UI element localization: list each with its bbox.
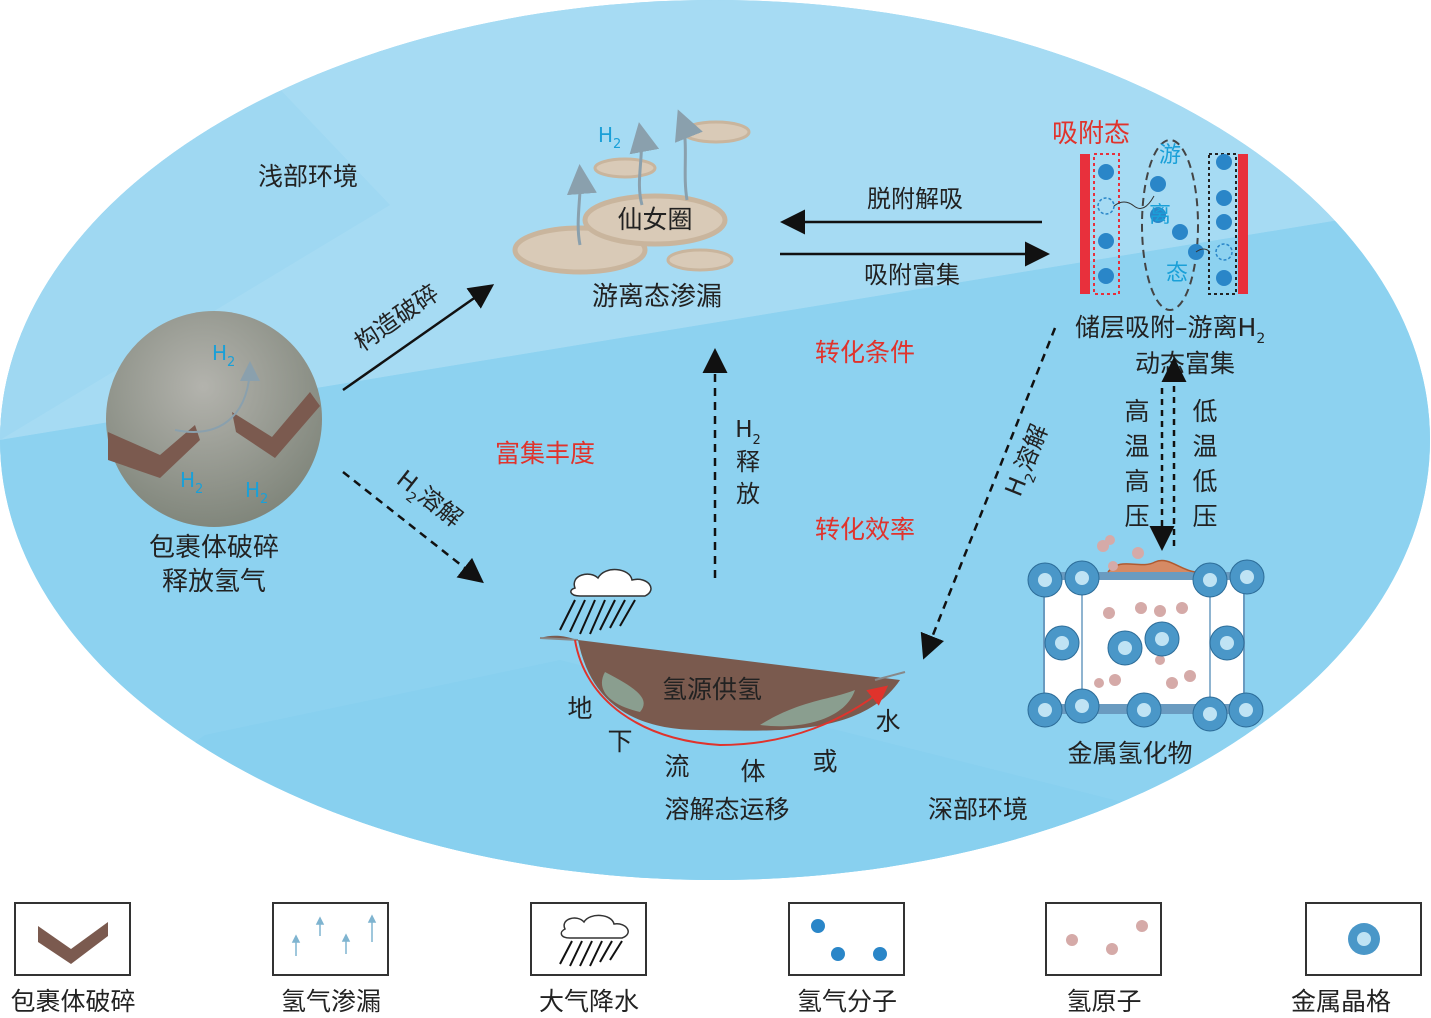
high-char: 压 — [1124, 502, 1149, 531]
dissolution-arrow-left — [342, 471, 484, 584]
fracture-shard-icon — [108, 425, 200, 478]
inclusion-sphere: H2 H2 H2 — [106, 311, 322, 527]
seepage-arrow-icon — [629, 122, 660, 206]
h2-label: H2 — [245, 478, 268, 507]
flow-char: 地 — [567, 694, 592, 723]
low-char: 温 — [1192, 432, 1217, 461]
release-char: 放 — [736, 480, 760, 508]
high-char: 温 — [1124, 432, 1149, 461]
legend-label: 氢气分子 — [796, 987, 897, 1016]
adsorbed-state-label: 吸附态 — [1052, 119, 1130, 149]
tectonic-fracture-arrow — [342, 284, 495, 392]
groundwater-flow-arrow — [574, 639, 889, 747]
enrichment-abundance-label: 富集丰度 — [495, 439, 595, 468]
legend-item-seepage — [272, 902, 389, 976]
legend-item-lattice — [1305, 902, 1422, 976]
legend-item-molecule — [788, 902, 905, 976]
metal-hydride-lattice — [1027, 535, 1265, 732]
hydrogen-molecule — [1172, 224, 1188, 240]
inclusion-caption-line1: 包裹体破碎 — [149, 533, 279, 563]
hydrogen-molecule — [1215, 243, 1233, 261]
dissolution-arrow-right — [920, 327, 1057, 660]
inclusion-caption-line2: 释放氢气 — [162, 567, 266, 597]
legend-label: 大气降水 — [538, 987, 639, 1016]
metal-hydride-caption: 金属氢化物 — [1067, 739, 1192, 768]
free-state-char: 游 — [1159, 143, 1181, 168]
storage-reservoir: 吸附态 游 离 态 — [1052, 119, 1248, 311]
deep-environment-label: 深部环境 — [928, 795, 1028, 824]
hydrogen-molecule — [1150, 207, 1166, 223]
hydrogen-seepage-icon — [291, 914, 377, 956]
free-state-char: 态 — [1166, 261, 1188, 286]
h2-label: H2 — [212, 341, 235, 370]
hydrogen-molecule — [1150, 176, 1166, 192]
inclusion-fracture-icon — [38, 922, 108, 964]
legend-label: 氢气渗漏 — [280, 987, 381, 1016]
high-char: 高 — [1124, 467, 1149, 496]
fairy-ring-cluster: H2 仙女圈 — [512, 109, 751, 275]
conversion-condition-label: 转化条件 — [815, 338, 915, 367]
release-char: 释 — [736, 448, 760, 476]
fairy-ring-label: 仙女圈 — [617, 205, 692, 234]
h2-label: H2 — [180, 468, 203, 497]
release-char: H2 — [735, 417, 761, 448]
legend-label: 氢原子 — [1066, 987, 1142, 1016]
hydrogen-molecule — [1098, 164, 1114, 180]
precipitation-icon — [559, 914, 629, 967]
adsorption-label: 吸附富集 — [864, 261, 960, 289]
seepage-arrow-icon — [674, 109, 703, 201]
metal-lattice-icon — [1348, 923, 1380, 955]
flow-char: 下 — [607, 727, 632, 756]
hydrogen-molecule — [1216, 190, 1232, 206]
h2-label: H2 — [598, 123, 621, 152]
flow-char: 或 — [812, 747, 837, 776]
low-char: 低 — [1192, 397, 1217, 426]
flow-char: 流 — [664, 752, 689, 781]
storage-caption-line1: 储层吸附–游离H2 — [1075, 313, 1265, 347]
hydrogen-molecule — [1216, 214, 1232, 230]
fracture-shard-icon — [232, 392, 320, 458]
legend-item-inclusion — [14, 902, 131, 976]
flow-char: 水 — [875, 707, 900, 736]
high-char: 高 — [1124, 397, 1149, 426]
hydrogen-molecule — [1098, 268, 1114, 284]
storage-caption-line2: 动态富集 — [1135, 349, 1235, 378]
low-char: 低 — [1192, 467, 1217, 496]
conversion-efficiency-label: 转化效率 — [815, 515, 915, 544]
precipitation-icon — [559, 568, 652, 635]
flow-char: 体 — [740, 757, 765, 786]
metal-lattice-atoms — [1027, 559, 1265, 732]
hydrogen-molecule — [1216, 270, 1232, 286]
hydrogen-atom-cluster — [1094, 535, 1196, 689]
free-seepage-caption: 游离态渗漏 — [592, 282, 722, 312]
seepage-arrow-icon — [566, 164, 597, 246]
low-char: 压 — [1192, 502, 1217, 531]
seepage-arrow-icon — [174, 361, 260, 433]
dissolved-migration-caption: 溶解态运移 — [664, 795, 789, 824]
desorption-label: 脱附解吸 — [867, 185, 963, 213]
legend-item-atom — [1045, 902, 1162, 976]
hydrogen-molecule — [1098, 233, 1114, 249]
hydrogen-source-basin: 氢源供氢 — [539, 568, 906, 747]
hydrogen-source-label: 氢源供氢 — [662, 675, 762, 704]
free-state-char: 离 — [1149, 203, 1171, 228]
hydrogen-molecule — [1216, 154, 1232, 170]
legend-label: 金属晶格 — [1290, 987, 1391, 1016]
hydrogen-molecule-icon — [811, 919, 887, 961]
legend-label: 包裹体破碎 — [10, 987, 136, 1016]
hydrogen-atom-icon — [1066, 920, 1148, 955]
legend-item-precipitation — [530, 902, 647, 976]
shallow-environment-label: 浅部环境 — [258, 162, 358, 191]
